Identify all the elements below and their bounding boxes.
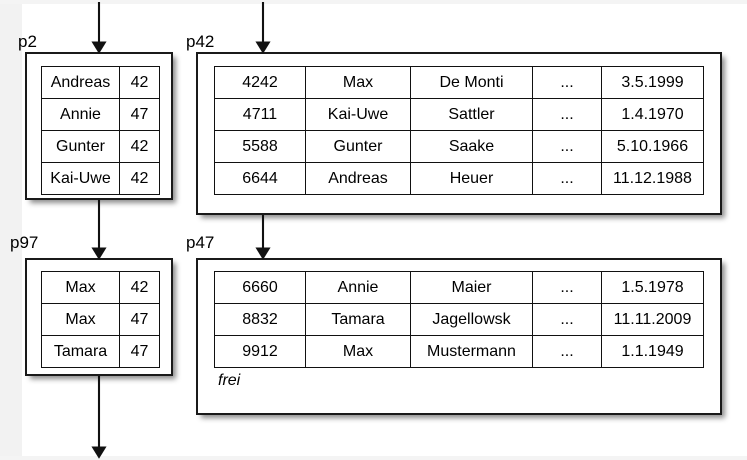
table-cell-value: 42: [119, 66, 160, 99]
table-cell-date: 5.10.1966: [601, 130, 704, 163]
table-cell-firstname: Gunter: [305, 130, 411, 163]
table-cell-name: Gunter: [41, 130, 120, 163]
table-cell-lastname: Sattler: [410, 98, 533, 131]
table-cell-date: 11.12.1988: [601, 162, 704, 195]
table-cell-firstname: Max: [305, 335, 411, 368]
table-cell-name: Annie: [41, 98, 120, 131]
table-cell-date: 1.1.1949: [601, 335, 704, 368]
table-cell-id: 8832: [214, 303, 306, 336]
free-space-label: frei: [218, 372, 241, 389]
table-cell-firstname: Annie: [305, 271, 411, 304]
table-cell-name: Tamara: [41, 335, 120, 368]
table-cell-more: ...: [532, 335, 602, 368]
table-cell-value: 42: [119, 271, 160, 304]
table-cell-more: ...: [532, 98, 602, 131]
table-cell-firstname: Kai-Uwe: [305, 98, 411, 131]
table-cell-more: ...: [532, 66, 602, 99]
table-cell-name: Max: [41, 271, 120, 304]
table-cell-value: 42: [119, 130, 160, 163]
table-cell-id: 6660: [214, 271, 306, 304]
table-cell-more: ...: [532, 271, 602, 304]
page-label-p42: p42: [186, 32, 215, 51]
table-cell-date: 3.5.1999: [601, 66, 704, 99]
table-cell-lastname: Saake: [410, 130, 533, 163]
table-cell-more: ...: [532, 303, 602, 336]
table-cell-firstname: Tamara: [305, 303, 411, 336]
left-gutter-strip: [0, 0, 22, 460]
table-cell-value: 47: [119, 98, 160, 131]
table-cell-value: 42: [119, 162, 160, 195]
table-cell-firstname: Max: [305, 66, 411, 99]
table-cell-lastname: Maier: [410, 271, 533, 304]
table-cell-more: ...: [532, 162, 602, 195]
table-cell-value: 47: [119, 303, 160, 336]
table-cell-lastname: Jagellowsk: [410, 303, 533, 336]
page-label-p2: p2: [18, 32, 37, 51]
table-cell-firstname: Andreas: [305, 162, 411, 195]
table-cell-date: 1.5.1978: [601, 271, 704, 304]
table-cell-name: Max: [41, 303, 120, 336]
table-cell-name: Kai-Uwe: [41, 162, 120, 195]
table-cell-id: 9912: [214, 335, 306, 368]
table-cell-lastname: De Monti: [410, 66, 533, 99]
table-cell-id: 4242: [214, 66, 306, 99]
bottom-gutter-strip: [0, 456, 747, 460]
table-cell-date: 11.11.2009: [601, 303, 704, 336]
table-cell-lastname: Heuer: [410, 162, 533, 195]
page-label-p47: p47: [186, 233, 215, 252]
table-cell-more: ...: [532, 130, 602, 163]
table-cell-date: 1.4.1970: [601, 98, 704, 131]
page-label-p97: p97: [10, 233, 39, 252]
table-cell-lastname: Mustermann: [410, 335, 533, 368]
table-cell-id: 4711: [214, 98, 306, 131]
table-cell-name: Andreas: [41, 66, 120, 99]
top-gutter-strip: [0, 0, 747, 4]
table-cell-id: 5588: [214, 130, 306, 163]
table-cell-id: 6644: [214, 162, 306, 195]
table-cell-value: 47: [119, 335, 160, 368]
